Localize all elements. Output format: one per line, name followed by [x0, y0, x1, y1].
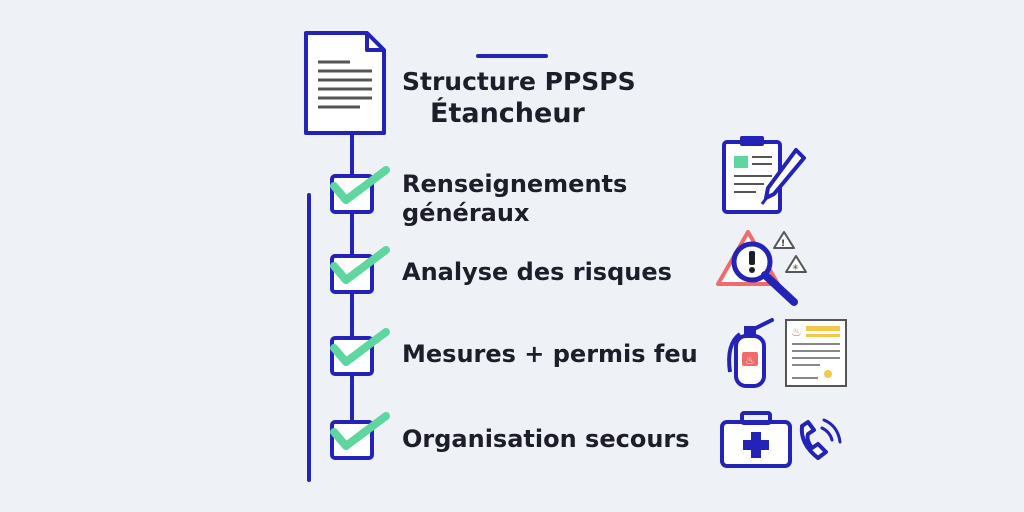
- check-icon: [330, 412, 390, 450]
- clipboard-pen-icon: [722, 136, 806, 214]
- page-title: Structure PPSPS Étancheur: [402, 66, 662, 131]
- svg-text:♨: ♨: [791, 325, 802, 339]
- first-aid-phone-icon: [720, 411, 842, 468]
- step-4-line-1: Organisation secours: [402, 425, 690, 453]
- step-1-line-2: généraux: [402, 198, 530, 227]
- step-label-measures-fire-permit: Mesures + permis feu: [402, 340, 698, 369]
- document-icon: [304, 31, 386, 135]
- warning-magnifier-icon: ! ✳: [716, 230, 807, 306]
- step-2-line-1: Analyse des risques: [402, 258, 672, 286]
- step-1-line-1: Renseignements: [402, 170, 628, 198]
- check-icon: [330, 166, 390, 204]
- step-3-line-1: Mesures + permis feu: [402, 340, 698, 368]
- svg-text:✳: ✳: [792, 263, 799, 272]
- check-icon: [330, 328, 390, 366]
- title-accent-bar: [476, 54, 548, 58]
- checkbox-2: [330, 246, 390, 294]
- title-line-1: Structure PPSPS: [402, 67, 636, 96]
- checkbox-4: [330, 412, 390, 460]
- title-line-2: Étancheur: [430, 98, 585, 130]
- step-label-general-info: Renseignements généraux: [402, 170, 702, 228]
- step-label-rescue-organization: Organisation secours: [402, 425, 690, 454]
- svg-text:♨: ♨: [745, 354, 755, 367]
- step-label-risk-analysis: Analyse des risques: [402, 258, 672, 287]
- checkbox-1: [330, 166, 390, 214]
- check-icon: [330, 246, 390, 284]
- extinguisher-permit-icon: ♨ ♨: [727, 318, 847, 388]
- svg-text:!: !: [781, 239, 785, 249]
- checkbox-3: [330, 328, 390, 376]
